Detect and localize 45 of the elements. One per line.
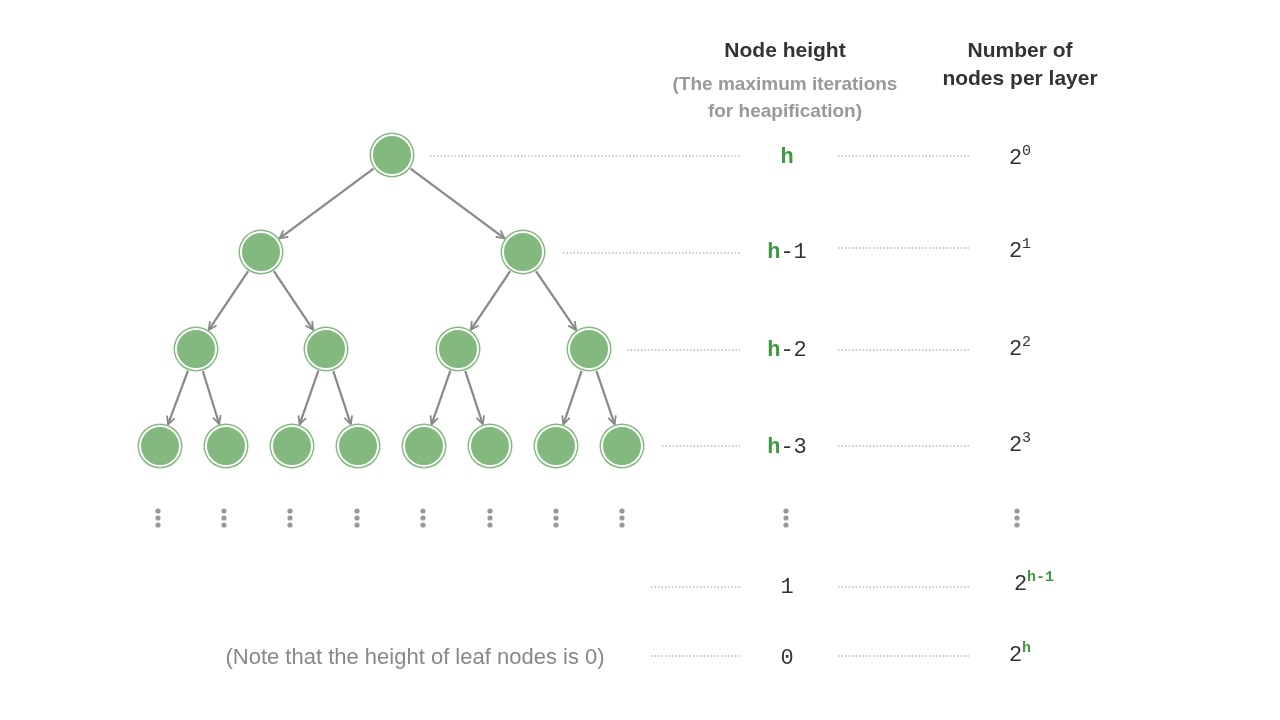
tree-node-circle	[437, 328, 479, 370]
tree-node-circle	[305, 328, 347, 370]
count-value: 2$^{0}$	[1008, 143, 1032, 171]
tree-node-circle	[568, 328, 610, 370]
count-value: 2$^{h-1}$	[1013, 569, 1055, 597]
column-subheading: (The maximum iterations for heapification)	[671, 72, 899, 123]
arrow	[535, 270, 577, 331]
arrow	[429, 370, 452, 426]
height-value: 0	[780, 645, 794, 671]
tree-node-circle	[601, 425, 643, 467]
count-value: 2$^{h}$	[1008, 640, 1032, 668]
tree-node-circle	[205, 425, 247, 467]
tree-node-circle	[403, 425, 445, 467]
count-value: 2$^{1}$	[1008, 236, 1032, 264]
arrow	[201, 370, 222, 425]
arrow	[469, 270, 512, 331]
arrow	[409, 167, 506, 240]
tree-node-circle	[139, 425, 181, 467]
arrow	[272, 270, 315, 331]
arrow	[207, 270, 250, 331]
arrow	[297, 370, 320, 426]
tree-node-circle	[535, 425, 577, 467]
column-heading: Number of nodes per layer	[941, 37, 1099, 91]
arrow	[332, 370, 353, 426]
tree-node-circle	[371, 134, 413, 176]
count-value: 2$^{2}$	[1008, 334, 1032, 362]
tree-node-circle	[337, 425, 379, 467]
arrow	[464, 370, 485, 426]
arrow	[595, 370, 617, 426]
arrow	[166, 370, 190, 426]
footnote: (Note that the height of leaf nodes is 0)	[225, 644, 605, 670]
count-value: 2$^{3}$	[1008, 430, 1032, 458]
tree-node-circle	[502, 231, 544, 273]
height-value: h	[780, 144, 794, 170]
height-value: h-1	[767, 239, 807, 265]
tree-node-circle	[469, 425, 511, 467]
tree-node-circle	[271, 425, 313, 467]
height-value: h-3	[767, 434, 807, 460]
arrow	[561, 370, 583, 426]
tree-node-circle	[240, 231, 282, 273]
column-heading: Node height	[724, 37, 846, 63]
tree-node-circle	[175, 328, 217, 370]
height-value: h-2	[767, 337, 807, 363]
arrow	[278, 167, 375, 240]
height-value: 1	[780, 574, 794, 600]
